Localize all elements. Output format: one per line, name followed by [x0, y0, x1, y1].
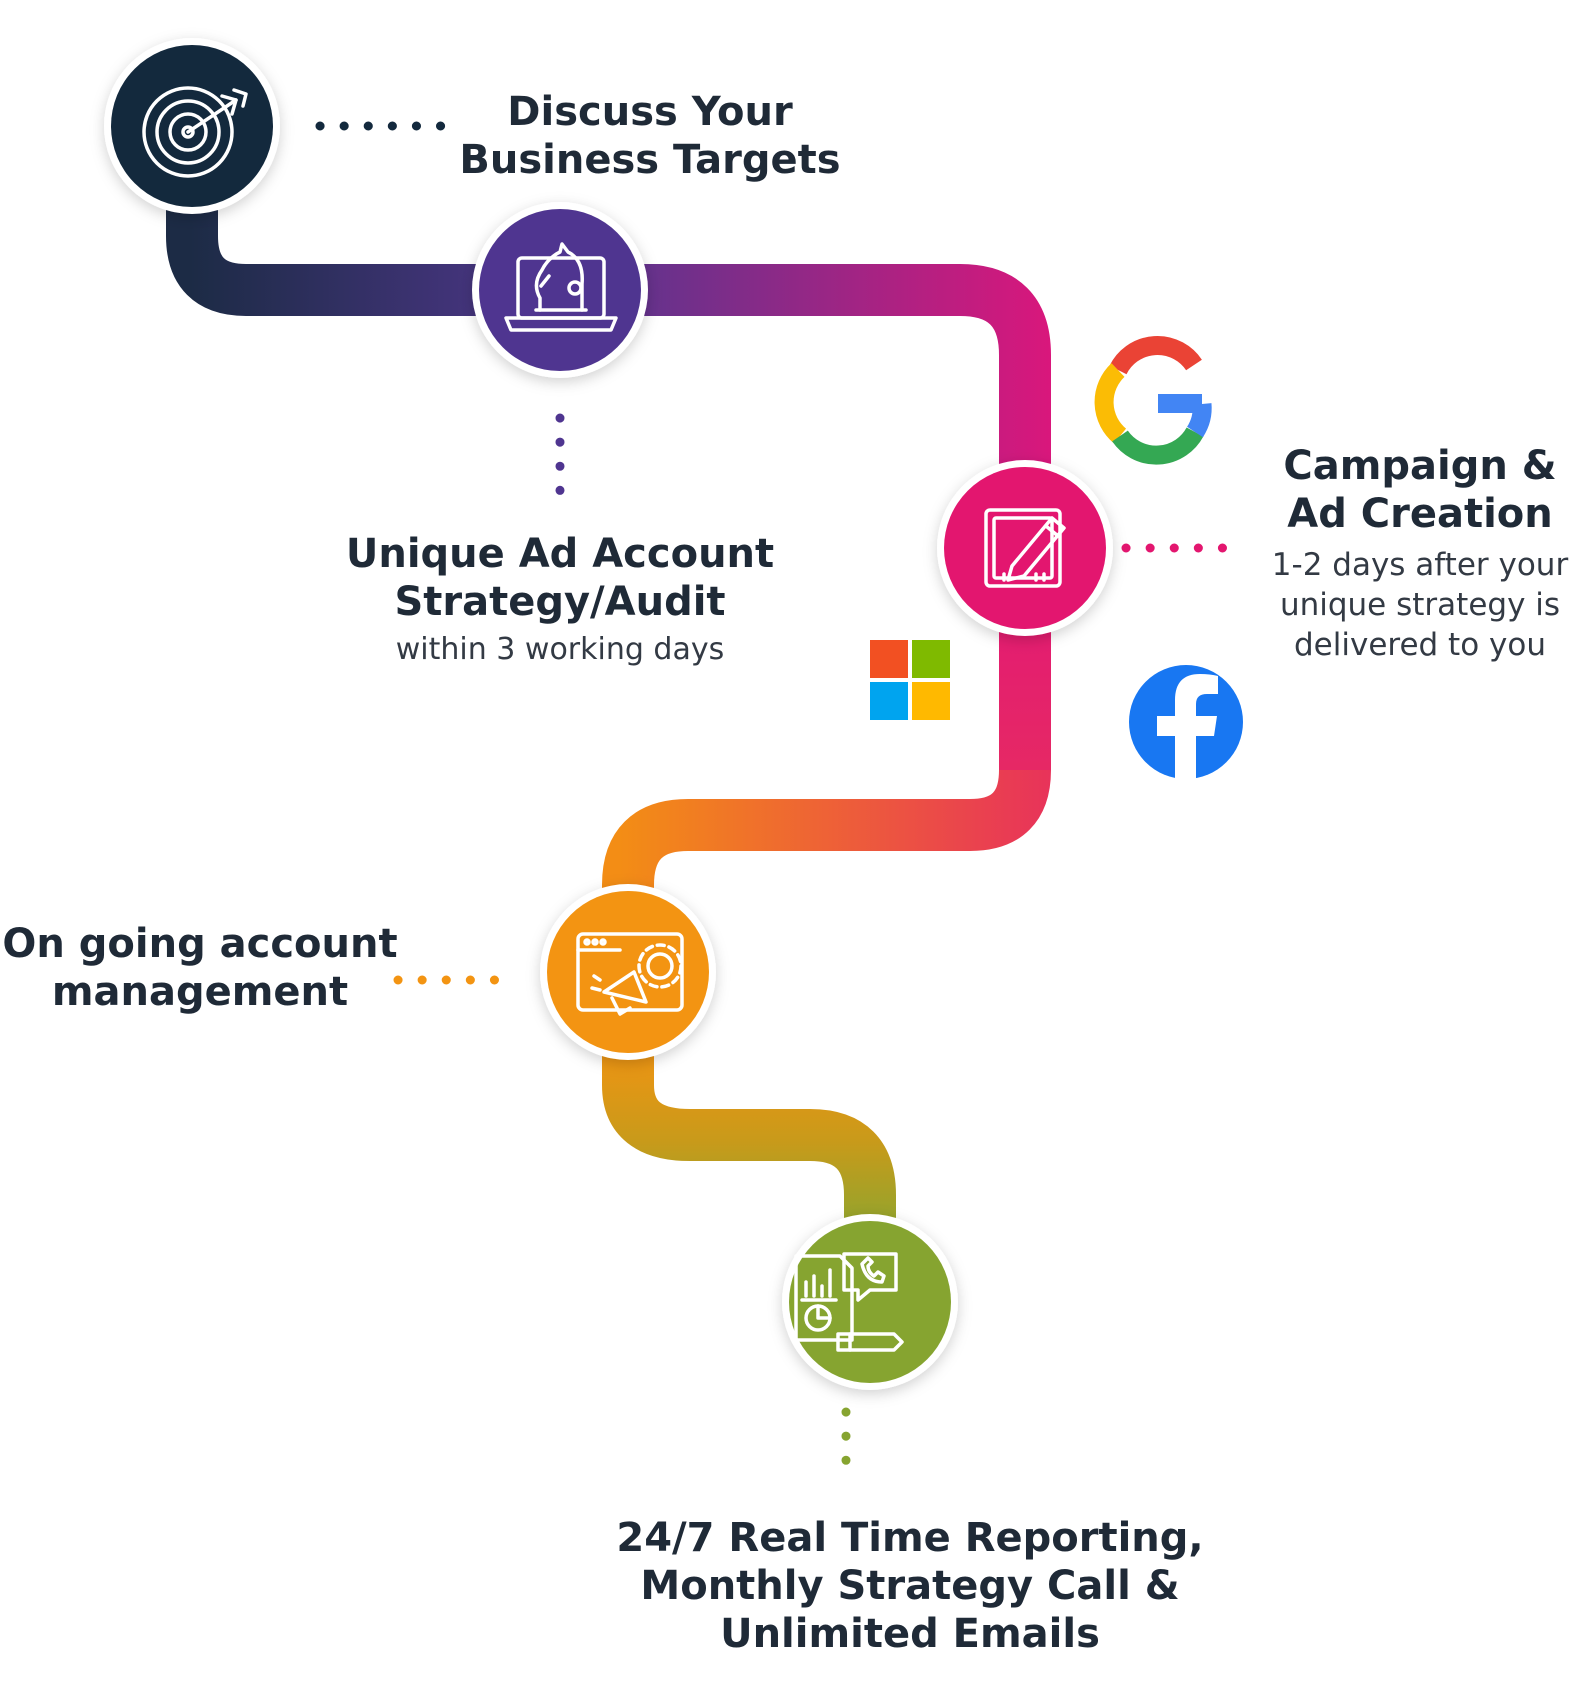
step2-title: Unique Ad Account Strategy/Audit [320, 530, 800, 626]
step1-node [104, 38, 280, 214]
step4-node [540, 884, 716, 1060]
target-icon [142, 86, 248, 178]
step5-node [782, 1214, 958, 1390]
laptop-chess-knight-icon [504, 242, 618, 332]
step2-title-line: Strategy/Audit [394, 579, 726, 625]
step2-title-line: Unique Ad Account [345, 531, 775, 577]
step3-title: Campaign & Ad Creation [1240, 442, 1576, 538]
step3-subtitle-line: unique strategy is [1279, 587, 1561, 623]
step4-title-line: management [51, 969, 349, 1015]
step1-title-line: Business Targets [459, 137, 841, 183]
step2-node [472, 202, 648, 378]
step3-subtitle: 1-2 days after your unique strategy is d… [1250, 545, 1576, 665]
facebook-logo [1129, 665, 1243, 779]
dotted-leaders [315, 121, 1233, 1475]
step4-title-line: On going account [2, 921, 398, 967]
microsoft-logo [870, 640, 950, 720]
step3-title-line: Ad Creation [1287, 491, 1553, 537]
step4-title: On going account management [0, 920, 400, 1016]
path-segment-lower [602, 960, 896, 1300]
step3-node [937, 460, 1113, 636]
edit-document-icon [984, 508, 1066, 588]
step5-title-line: 24/7 Real Time Reporting, [616, 1515, 1204, 1561]
path-segment-cross [602, 768, 1051, 960]
step3-subtitle-line: delivered to you [1294, 627, 1546, 663]
browser-megaphone-gear-icon [576, 932, 684, 1016]
report-chat-icon [794, 1252, 904, 1352]
step5-title-line: Monthly Strategy Call & [640, 1563, 1180, 1609]
step1-title: Discuss Your Business Targets [420, 88, 880, 184]
step5-title: 24/7 Real Time Reporting, Monthly Strate… [540, 1514, 1280, 1658]
step3-title-line: Campaign & [1283, 443, 1557, 489]
step2-subtitle: within 3 working days [395, 632, 725, 667]
step3-subtitle-line: 1-2 days after your [1271, 547, 1569, 583]
step5-title-line: Unlimited Emails [720, 1611, 1100, 1657]
path-segment-top [166, 180, 1051, 560]
google-logo [1094, 336, 1212, 465]
step1-title-line: Discuss Your [507, 89, 793, 135]
